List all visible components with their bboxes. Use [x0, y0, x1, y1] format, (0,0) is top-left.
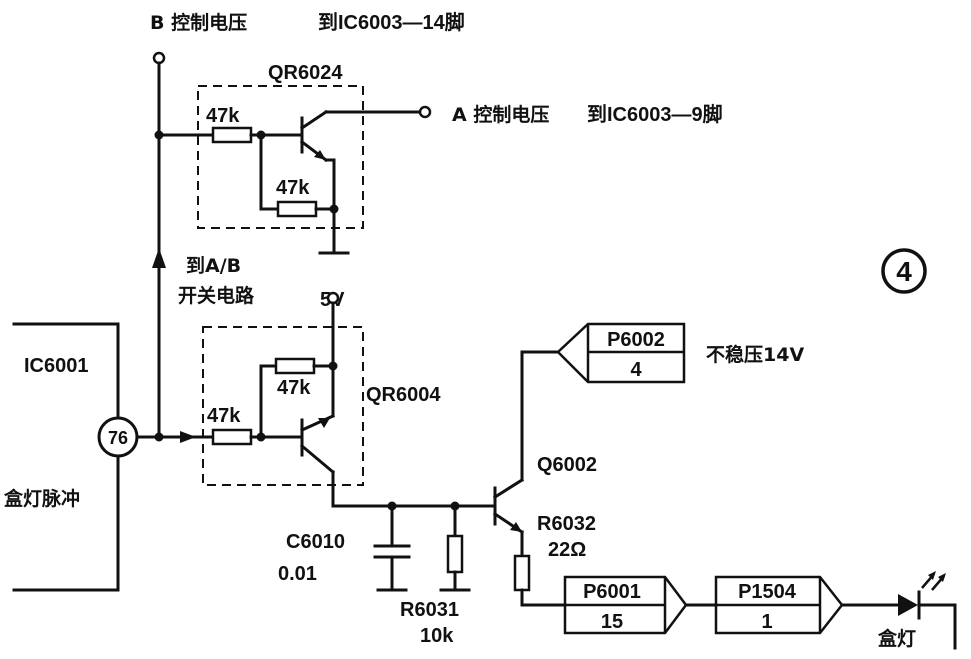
qr6024-r2-label: 47k: [276, 177, 310, 199]
figure-number-badge: 4: [881, 248, 927, 294]
a-terminal: [418, 105, 432, 119]
svg-text:P6002: P6002: [607, 329, 665, 351]
qr6004-r1-label: 47k: [207, 405, 241, 427]
c6010-value-label: 0.01: [278, 563, 317, 585]
svg-text:A 控制电压: A 控制电压: [452, 103, 549, 126]
r6031-resistor: [446, 534, 464, 574]
svg-text:4: 4: [630, 359, 642, 381]
svg-text:到IC6003—9脚: 到IC6003—9脚: [587, 103, 723, 126]
to-ab-label: 到A/B: [186, 255, 241, 277]
p6002-connector: P6002 4: [556, 322, 686, 384]
c6010-name-label: C6010: [286, 531, 345, 553]
qr6024-r2-resistor: [276, 200, 318, 218]
r6032-name-label: R6032: [537, 513, 596, 535]
svg-text:到IC6003—14脚: 到IC6003—14脚: [318, 11, 465, 34]
qr6004-label: QR6004: [366, 384, 441, 406]
led-icon: [898, 571, 946, 620]
qr6024-box: [197, 85, 364, 229]
b-control-voltage-label: B 控制电压 到IC6003—14脚: [150, 11, 465, 34]
svg-text:4: 4: [896, 256, 912, 287]
right-arrow-icon: [180, 431, 196, 443]
pin-76-label: 76: [108, 428, 128, 448]
qr6004-r1-resistor: [211, 428, 253, 446]
qr6004-box: [202, 326, 364, 486]
svg-text:P1504: P1504: [738, 581, 797, 603]
p1504-connector: P1504 1: [714, 575, 844, 635]
box-light-pulse-label: 盒灯脉冲: [3, 487, 80, 510]
qr6004-r2-resistor: [274, 357, 316, 375]
qr6024-label: QR6024: [268, 62, 343, 84]
r6031-name-label: R6031: [400, 599, 459, 621]
r6032-resistor: [513, 554, 531, 592]
p6001-connector: P6001 15: [563, 575, 688, 635]
svg-text:P6001: P6001: [583, 581, 641, 603]
r6031-value-label: 10k: [420, 625, 454, 647]
a-control-voltage-label: A 控制电压 到IC6003—9脚: [452, 103, 723, 126]
q6002-label: Q6002: [537, 454, 597, 476]
qr6024-r1-label: 47k: [206, 105, 240, 127]
qr6004-r2-label: 47k: [277, 377, 311, 399]
unregulated-14v-label: 不稳压14V: [706, 343, 804, 366]
ic6001-label: IC6001: [24, 355, 89, 377]
qr6024-r1-resistor: [211, 126, 253, 144]
switch-circuit-label: 开关电路: [178, 284, 255, 307]
r6032-value-label: 22Ω: [548, 539, 586, 561]
box-light-label: 盒灯: [877, 627, 916, 650]
svg-text:1: 1: [761, 611, 772, 633]
svg-text:B 控制电压: B 控制电压: [150, 11, 247, 34]
svg-text:15: 15: [601, 611, 623, 633]
up-arrow-icon: [152, 248, 166, 268]
